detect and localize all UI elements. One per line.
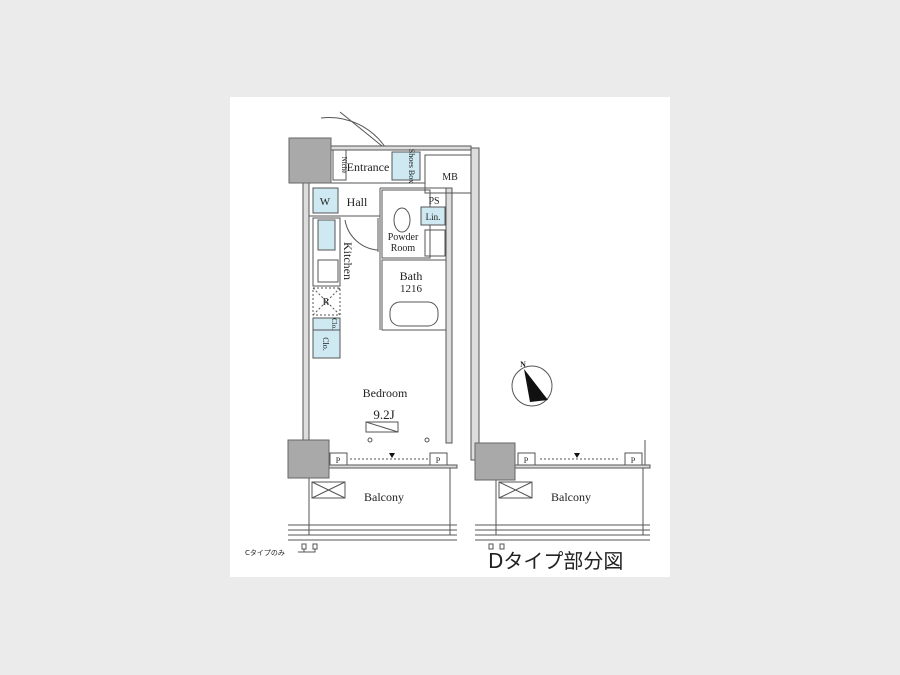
niche (332, 149, 347, 181)
entry-door-swing (320, 117, 388, 151)
label-room: Room (391, 243, 416, 254)
wall (302, 182, 310, 444)
entry-marker-icon (389, 453, 395, 458)
label-powder: Powder (388, 232, 419, 243)
label-w: W (320, 196, 331, 208)
label-balcony: Balcony (364, 490, 404, 504)
pipe-space (329, 452, 348, 466)
washer-space (312, 187, 339, 214)
column (474, 442, 516, 481)
kitchen-sink (317, 219, 336, 251)
pipe-space (429, 452, 448, 466)
label-shoes-box: Shoes Box (407, 149, 416, 183)
label-p: P (336, 456, 341, 465)
shoes-box (391, 151, 421, 181)
ac-unit (365, 421, 399, 433)
pipe-space (624, 452, 643, 466)
label-niche: Niche (340, 157, 348, 174)
label-mb: MB (442, 172, 458, 183)
d-type-title: Dタイプ部分図 (488, 549, 623, 573)
door-swing (344, 219, 379, 251)
entry-door-leaf (339, 111, 388, 151)
wall (445, 187, 453, 444)
label-bath: Bath (400, 269, 423, 283)
label-c-type-only: Cタイプのみ (245, 548, 285, 557)
label-closet: Clo. (330, 318, 338, 330)
label-r: R (323, 297, 330, 308)
column (287, 439, 330, 479)
linen-closet (420, 206, 446, 226)
wall (470, 147, 480, 461)
label-kitchen: Kitchen (341, 242, 355, 280)
hatch (498, 481, 533, 499)
label-lin: Lin. (426, 212, 441, 222)
bath-room (381, 259, 447, 331)
label-hall: Hall (347, 195, 368, 209)
stove (317, 259, 339, 283)
column (288, 137, 332, 184)
pipe-space (517, 452, 536, 466)
compass (511, 365, 553, 407)
label-bath-size: 1216 (400, 283, 423, 295)
closet (312, 329, 341, 359)
bathtub (389, 301, 439, 327)
label-p: P (436, 456, 441, 465)
kitchen-counter (312, 217, 341, 287)
label-bedroom-size: 9.2J (373, 407, 394, 422)
label-entrance: Entrance (347, 160, 390, 174)
entry-marker-icon (574, 453, 580, 458)
label-p: P (631, 456, 636, 465)
sink (424, 229, 446, 257)
label-p: P (524, 456, 529, 465)
compass-north-label: N (520, 360, 526, 369)
wall (330, 145, 472, 151)
toilet (393, 207, 411, 233)
label-closet: Clo. (321, 337, 330, 351)
label-ps: PS (428, 196, 439, 207)
label-bedroom: Bedroom (363, 386, 408, 400)
mb-room (424, 154, 472, 194)
label-balcony-d: Balcony (551, 490, 591, 504)
refrigerator-space (312, 287, 341, 316)
ceiling-fixture (424, 437, 430, 443)
hatch (311, 481, 346, 499)
ceiling-fixture (367, 437, 373, 443)
compass-arrow-icon (524, 369, 548, 402)
